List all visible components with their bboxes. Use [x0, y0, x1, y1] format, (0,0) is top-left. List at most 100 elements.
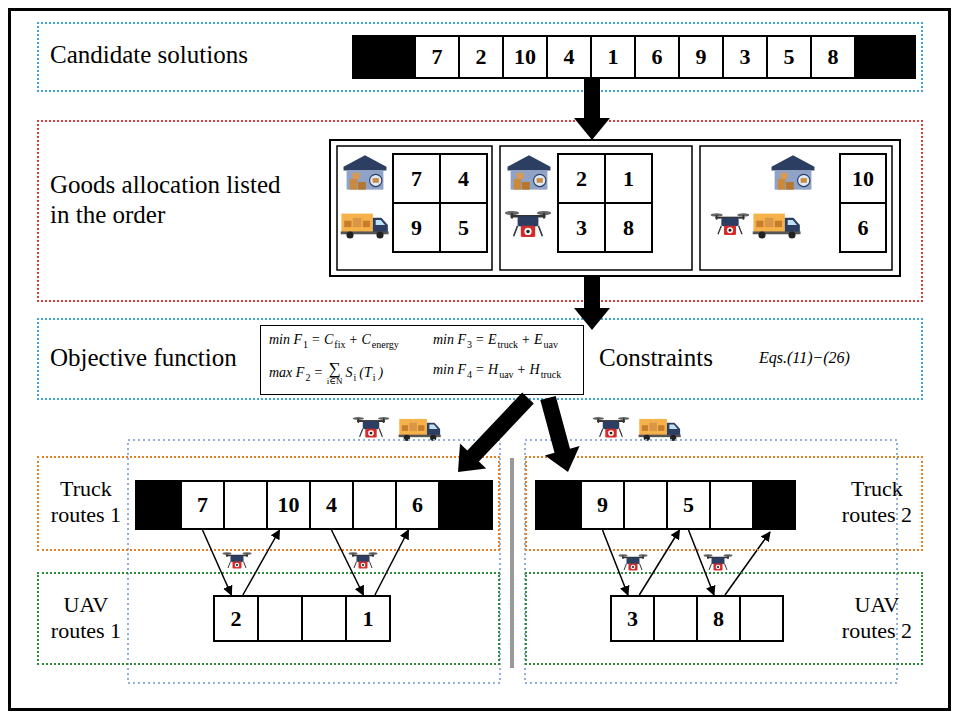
- flow-arrow: [540, 396, 579, 472]
- band-heading: Candidate solutions: [50, 40, 350, 70]
- formula-term: =: [313, 365, 322, 381]
- return-arrow: [725, 532, 770, 595]
- formula-subscript: uav: [499, 369, 513, 380]
- flow-arrow: [574, 275, 610, 330]
- gene-number: 7: [197, 492, 208, 518]
- allocation-group: [700, 146, 892, 270]
- formula-subscript: i: [354, 372, 357, 383]
- formula-term: = E: [475, 332, 497, 348]
- drone-icon: [223, 552, 252, 568]
- formula-term: min F: [269, 332, 302, 348]
- formula-subscript: 2: [305, 372, 310, 383]
- formula-term: S: [346, 365, 353, 381]
- allocation-group: [337, 146, 492, 270]
- formula-box: min F1= Cfix+ Cenergy min F3= Etruck+ Eua…: [260, 325, 584, 395]
- formula-term: = C: [311, 332, 333, 348]
- warehouse-icon: [772, 155, 815, 190]
- gene-number: 6: [858, 215, 869, 241]
- formula-line: max F2=∑i∈NSi(Ti): [269, 360, 384, 386]
- gene-cell: 10: [266, 480, 311, 530]
- truck-icon: [399, 419, 441, 441]
- drone-icon: [505, 211, 551, 237]
- band-heading: Goods allocation listed in the order: [50, 170, 290, 230]
- drone-icon: [711, 213, 750, 235]
- outer-frame: [10, 10, 950, 710]
- gene-number: 7: [411, 166, 422, 192]
- truck-icon: [341, 214, 389, 239]
- gene-cell: 2: [213, 595, 259, 642]
- formula-subscript: 4: [467, 369, 472, 380]
- stage-band: Candidate solutions72104169358: [37, 22, 923, 92]
- empty-cell: [654, 596, 697, 641]
- gene-number: 3: [627, 606, 638, 632]
- gene-number: 2: [476, 44, 487, 70]
- formula-subscript: fix: [334, 339, 345, 350]
- formula-term: + C: [348, 332, 370, 348]
- gene-number: 5: [683, 492, 694, 518]
- route-arrow: [203, 530, 232, 595]
- gene-cell: 9: [392, 202, 441, 253]
- group-frame: [525, 440, 897, 683]
- gene-cell: 4: [546, 35, 592, 79]
- route-end: [438, 480, 493, 530]
- gene-cell: 4: [439, 153, 488, 204]
- gene-cell: 10: [502, 35, 548, 79]
- gene-number: 8: [828, 44, 839, 70]
- gene-cell: 3: [557, 202, 606, 253]
- formula-term: max F: [269, 365, 304, 381]
- band-heading: Objective function: [50, 343, 290, 373]
- formula-subscript: i: [373, 372, 376, 383]
- empty-cell: [302, 596, 346, 641]
- stage-band: Objective functionConstraintsEqs.(11)−(2…: [37, 318, 923, 400]
- gene-number: 9: [696, 44, 707, 70]
- gene-number: 10: [278, 492, 300, 518]
- gene-number: 4: [564, 44, 575, 70]
- gene-cell: 1: [345, 595, 391, 642]
- gene-number: 9: [597, 492, 608, 518]
- empty-cell: [624, 481, 667, 529]
- gene-cell: 3: [610, 595, 655, 642]
- warehouse-icon: [344, 155, 387, 190]
- empty-cell: [740, 596, 783, 641]
- stage-band: Goods allocation listed in the order 7 495…: [37, 120, 923, 302]
- formula-term: min F: [433, 362, 466, 378]
- gene-number: 4: [458, 166, 469, 192]
- band-heading: Truck routes 1: [42, 476, 130, 529]
- gene-cell: 4: [309, 480, 354, 530]
- route-arrow: [243, 530, 280, 595]
- gene-number: 5: [458, 215, 469, 241]
- band-heading: UAV routes 2: [833, 592, 921, 645]
- formula-term: + H: [517, 362, 540, 378]
- gene-number: 3: [576, 215, 587, 241]
- formula-term: min F: [433, 332, 466, 348]
- formula-subscript: 3: [467, 339, 472, 350]
- sum-index: i∈N: [327, 377, 343, 386]
- band-label: Constraints: [599, 343, 739, 373]
- gene-cell: 10: [839, 153, 887, 204]
- gene-number: 10: [852, 166, 874, 192]
- gene-number: 4: [326, 492, 337, 518]
- gene-number: 1: [623, 166, 634, 192]
- route-end: [535, 480, 580, 530]
- gene-cell: 6: [395, 480, 440, 530]
- formula-line: min F1= Cfix+ Cenergy: [269, 332, 402, 348]
- gene-number: 2: [231, 606, 242, 632]
- stage-band: Truck routes 295: [525, 456, 923, 551]
- formula-line: min F3= Etruck+ Euav: [433, 332, 561, 348]
- gene-cell: 1: [604, 153, 653, 204]
- route-arrow: [689, 530, 715, 595]
- route-end: [752, 480, 796, 530]
- gene-number: 10: [514, 44, 536, 70]
- formula-term: = H: [475, 362, 498, 378]
- gene-cell: 3: [722, 35, 768, 79]
- gene-cell: 7: [180, 480, 225, 530]
- gene-cell: 2: [557, 153, 606, 204]
- gene-number: 6: [652, 44, 663, 70]
- formula-subscript: 1: [303, 339, 308, 350]
- formula-term: (T: [359, 365, 371, 381]
- formula-subscript: truck: [541, 369, 562, 380]
- stage-band: Truck routes 1 7 10 4 6: [37, 456, 500, 551]
- gene-number: 6: [412, 492, 423, 518]
- stage-band: UAV routes 121: [37, 572, 500, 665]
